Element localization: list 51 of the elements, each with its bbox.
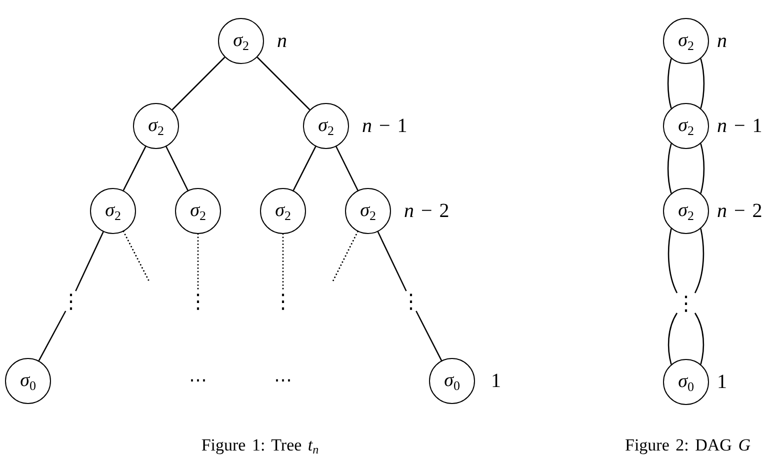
level-label: 1 <box>717 372 727 392</box>
edge-line <box>292 146 316 191</box>
edge-line <box>256 56 310 110</box>
level-label: n − 1 <box>362 116 408 136</box>
level-label: n <box>717 31 727 51</box>
circle-node: σ$_{2}$ <box>345 188 391 234</box>
curved-line <box>700 58 705 109</box>
figure-caption: Figure 1: Tree t$_{n}$ <box>201 436 319 454</box>
vertical-ellipsis: ⋮ <box>61 291 81 311</box>
circle-node: σ$_{2}$ <box>218 18 264 64</box>
circle-node: σ$_{2}$ <box>260 188 306 234</box>
vertical-ellipsis: ⋮ <box>401 291 421 311</box>
vertical-ellipsis: ⋮ <box>273 291 293 311</box>
curved-line <box>694 312 704 365</box>
horizontal-ellipsis: ⋯ <box>189 372 207 390</box>
edge-line <box>166 146 188 191</box>
circle-node: σ$_{2}$ <box>663 188 709 234</box>
level-label: 1 <box>491 371 501 391</box>
horizontal-ellipsis: ⋯ <box>274 372 292 390</box>
edge-line <box>416 310 442 361</box>
level-label: n − 2 <box>717 201 762 221</box>
circle-node: σ$_{2}$ <box>90 188 136 234</box>
circle-node: σ$_{0}$ <box>429 358 475 404</box>
circle-node: σ$_{0}$ <box>5 358 51 404</box>
edge-line <box>336 146 358 191</box>
curved-line <box>667 143 672 194</box>
edge-line <box>122 146 146 191</box>
circle-node: σ$_{2}$ <box>303 103 349 149</box>
vertical-ellipsis: ⋮ <box>188 291 208 311</box>
circle-node: σ$_{2}$ <box>663 103 709 149</box>
dotted-line <box>331 230 358 284</box>
circle-node: σ$_{2}$ <box>175 188 221 234</box>
circle-node: σ$_{2}$ <box>663 18 709 64</box>
dotted-line <box>197 233 199 292</box>
vertical-ellipsis: ⋮ <box>676 293 696 313</box>
circle-node: σ$_{0}$ <box>663 359 709 405</box>
curved-line <box>694 228 704 294</box>
figure-caption: Figure 2: DAG G <box>625 436 750 454</box>
level-label: n − 1 <box>717 116 762 136</box>
curved-line <box>700 143 705 194</box>
curved-line <box>668 228 678 294</box>
edge-line <box>377 231 407 292</box>
curved-line <box>668 312 678 365</box>
dotted-line <box>282 233 284 292</box>
edge-line <box>38 310 66 362</box>
edge-line <box>172 56 226 110</box>
level-label: n <box>277 31 287 51</box>
edge-line <box>75 232 104 292</box>
level-label: n − 2 <box>404 201 450 221</box>
circle-node: σ$_{2}$ <box>133 103 179 149</box>
curved-line <box>667 58 672 109</box>
